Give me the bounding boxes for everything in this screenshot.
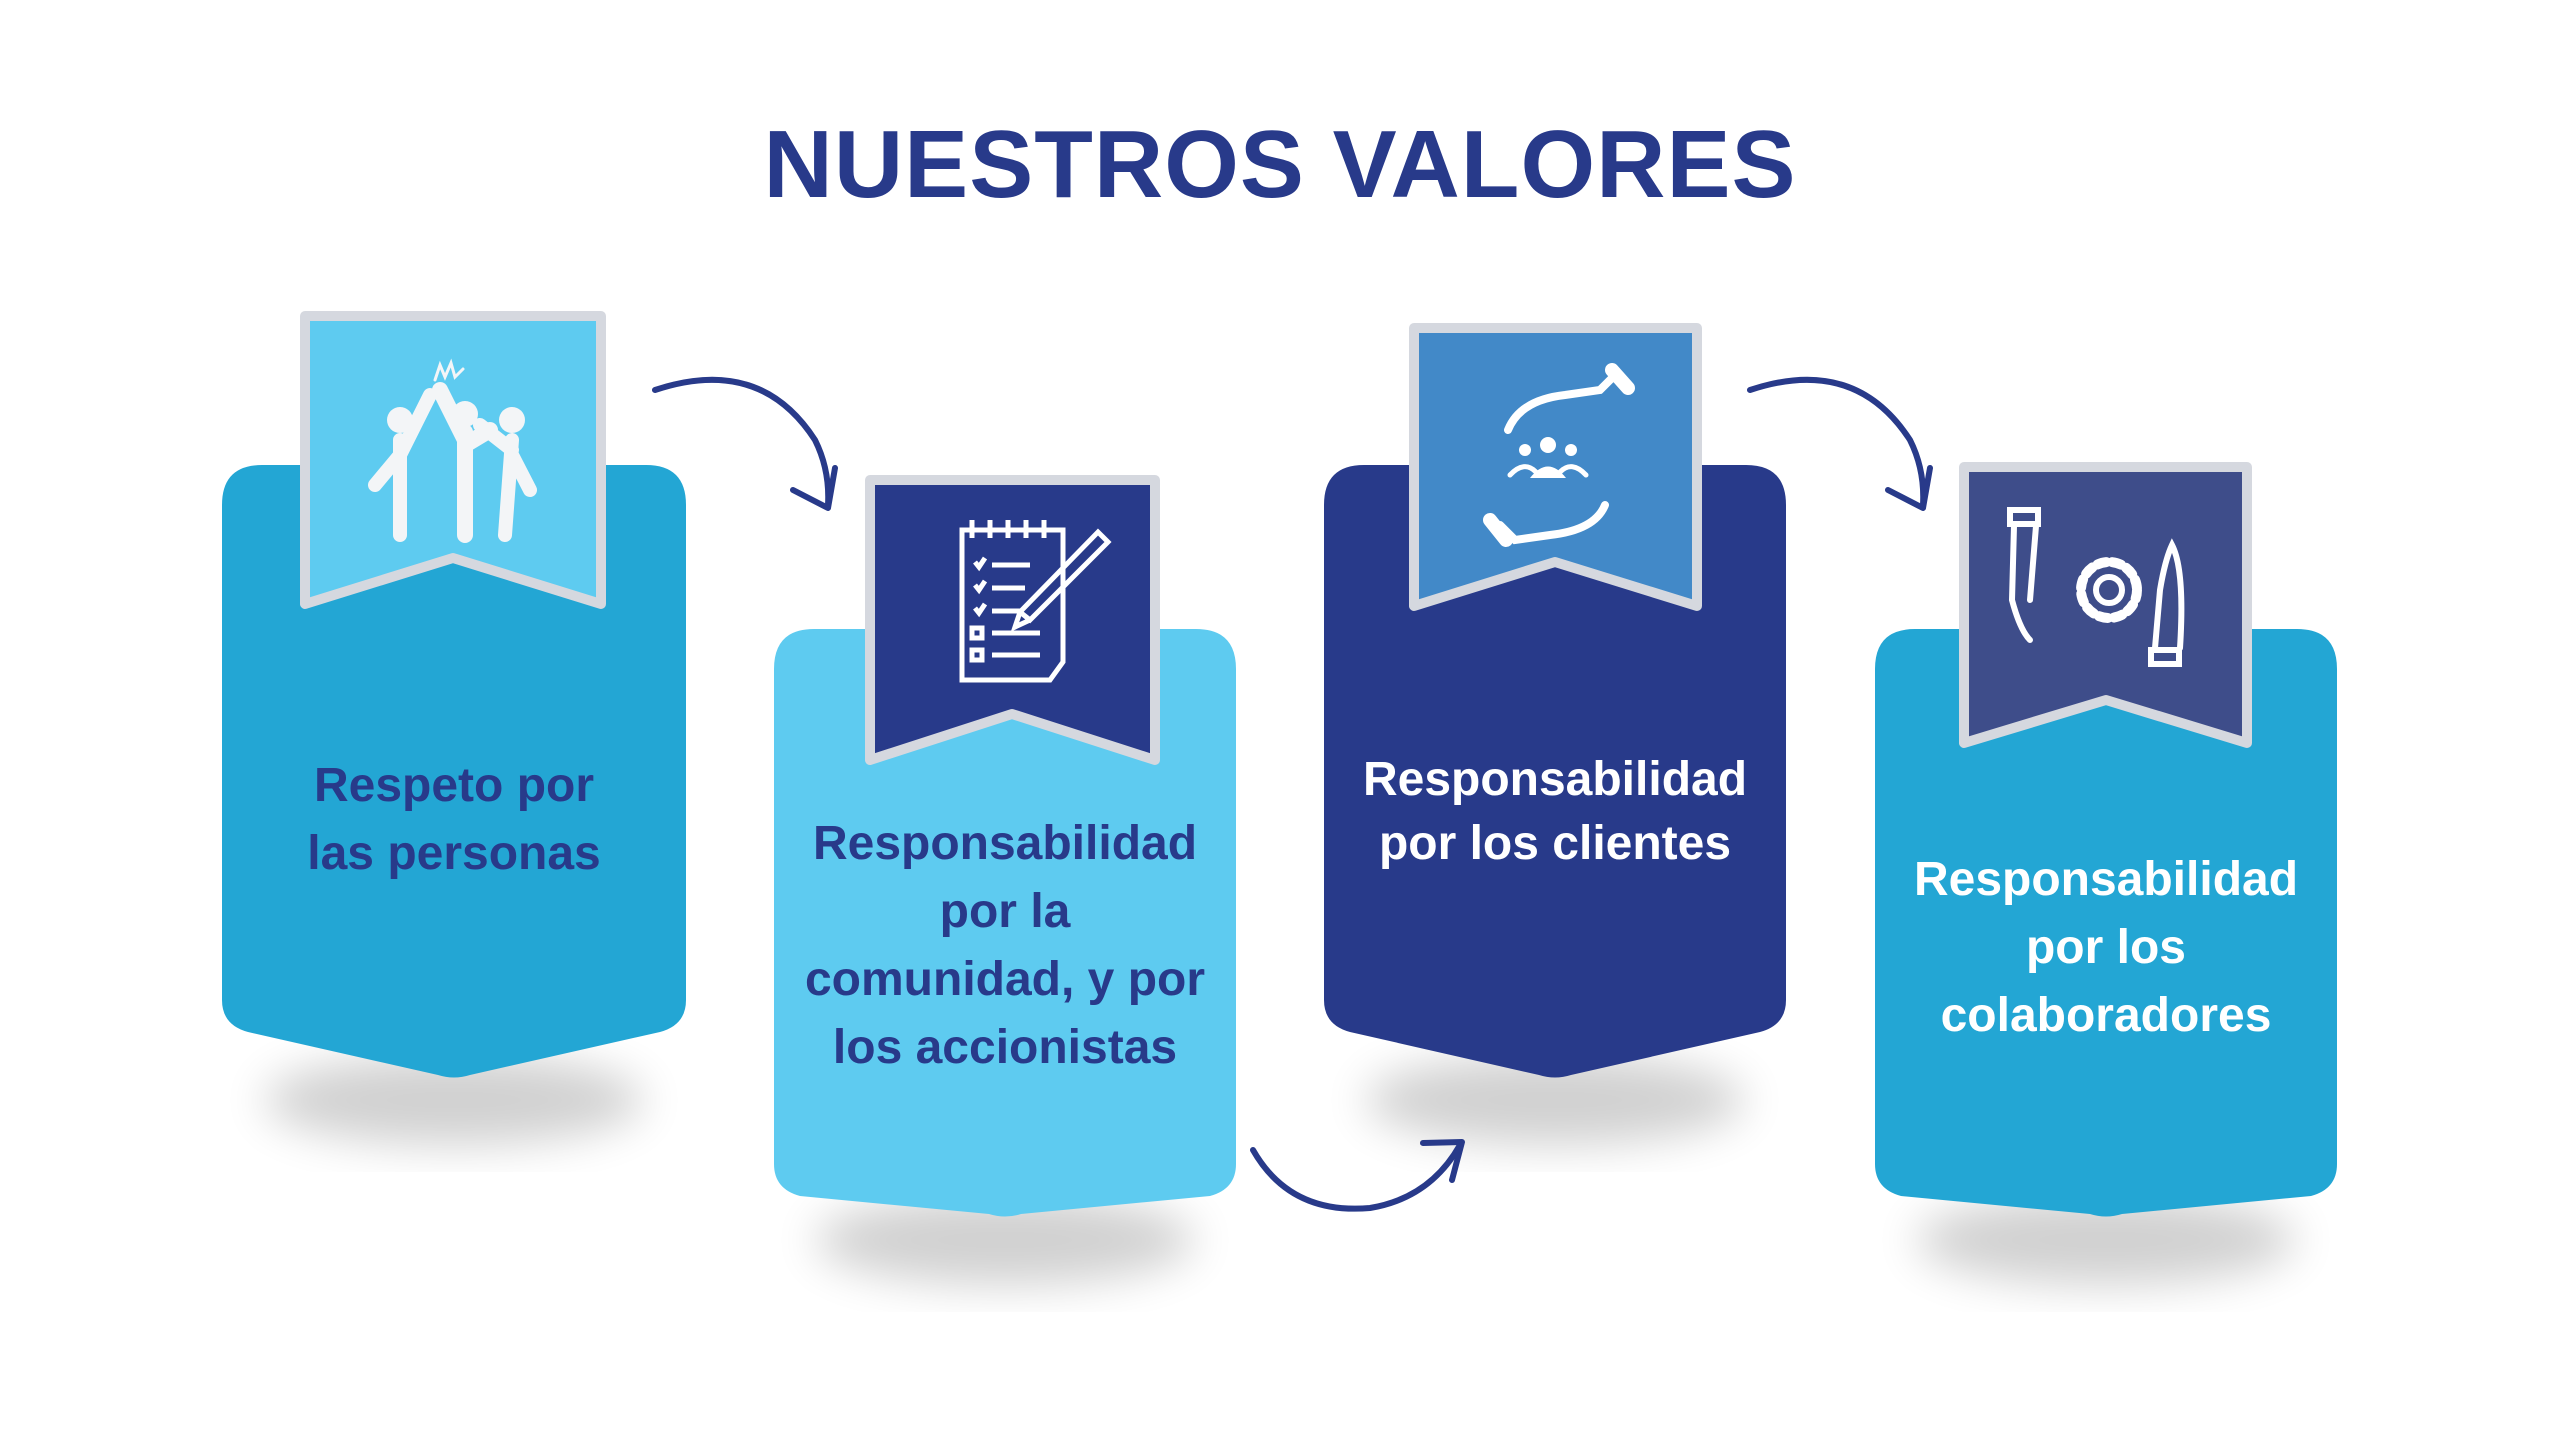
value-line: Responsabilidad xyxy=(812,817,1198,870)
card-clientes xyxy=(1324,465,1786,1078)
value-line: los accionistas xyxy=(832,1021,1178,1074)
value-line: por los clientes xyxy=(1378,817,1732,870)
value-line: comunidad, y por xyxy=(804,953,1206,1006)
hands-protecting-people-icon xyxy=(1483,363,1635,547)
hands-gear-icon xyxy=(2007,507,2185,667)
page-title: NUESTROS VALORES xyxy=(763,111,1797,218)
value-line: Respeto por xyxy=(313,759,595,812)
value-text-clientes: Responsabilidad por los clientes xyxy=(1324,748,1786,876)
value-line: por la xyxy=(939,885,1071,938)
card-comunidad xyxy=(774,629,1236,1217)
flow-arrow-3 xyxy=(1747,376,1933,511)
flow-arrow-2 xyxy=(1250,1139,1465,1212)
ribbon-clientes xyxy=(1409,323,1702,611)
team-high-five-icon xyxy=(368,358,537,543)
value-line: las personas xyxy=(307,827,601,880)
value-line: por los xyxy=(2025,921,2186,974)
value-text-colaboradores: Responsabilidad por los colaboradores xyxy=(1875,846,2337,1050)
flow-arrow-1 xyxy=(652,376,838,511)
checklist-pencil-icon xyxy=(959,520,1112,683)
value-line: Responsabilidad xyxy=(1913,853,2299,906)
value-text-respeto: Respeto por las personas xyxy=(222,752,686,888)
value-text-comunidad: Responsabilidad por la comunidad, y por … xyxy=(774,810,1236,1082)
ribbon-respeto xyxy=(300,311,606,609)
card-respeto xyxy=(222,465,686,1078)
value-line: colaboradores xyxy=(1940,989,2272,1042)
card-colaboradores xyxy=(1875,629,2337,1217)
ribbon-comunidad xyxy=(865,475,1160,765)
value-line: Responsabilidad xyxy=(1362,753,1748,806)
